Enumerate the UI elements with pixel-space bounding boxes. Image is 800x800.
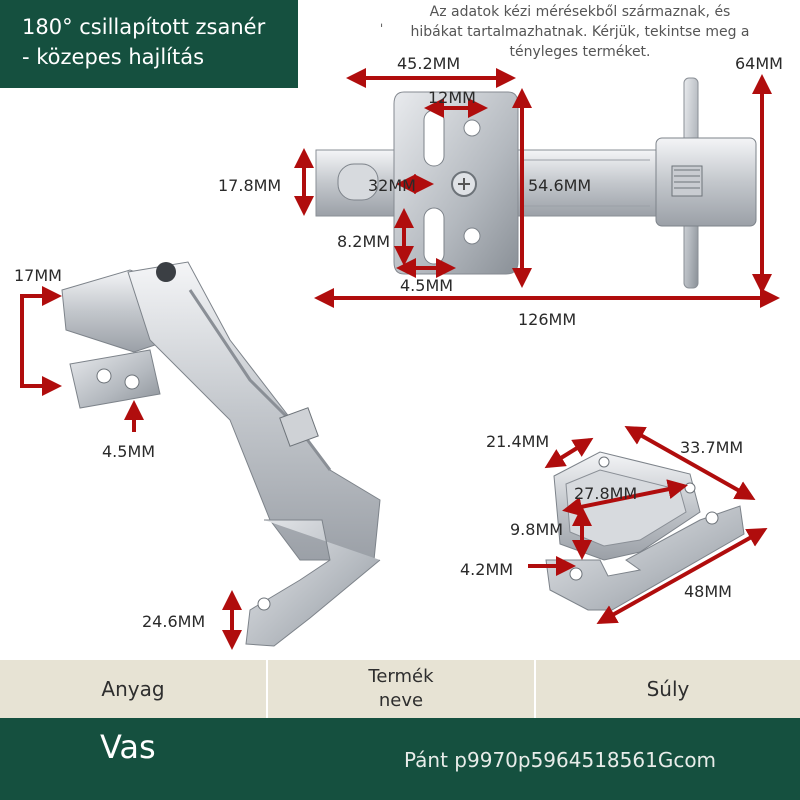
dimension-plate-length: 48MM bbox=[684, 582, 732, 601]
spec-table: Anyag Termék neve Súly Vas Pánt p9970p59… bbox=[0, 660, 800, 800]
plate-dimension-arrows bbox=[528, 426, 768, 624]
dimension-plate-height: 54.6MM bbox=[528, 176, 592, 195]
product-name-value: Pánt p9970p5964518561Gcom bbox=[404, 748, 717, 772]
note-line-1: Az adatok kézi mérésekből származnak, és bbox=[429, 4, 731, 20]
measurement-note: Az adatok kézi mérésekből származnak, és… bbox=[388, 2, 772, 62]
title-line-2: - közepes hajlítás bbox=[22, 45, 205, 69]
note-mark: ˌ bbox=[380, 14, 384, 28]
dimension-bottom-height: 24.6MM bbox=[142, 612, 206, 631]
header-product-line-2: neve bbox=[378, 690, 424, 711]
side-dimension-arrows bbox=[20, 286, 242, 650]
header-product-line-1: Termék bbox=[368, 666, 434, 687]
dimension-hole-spacing: 4.5MM bbox=[400, 276, 454, 295]
column-divider bbox=[266, 660, 268, 718]
hinge-illustration bbox=[20, 68, 780, 650]
dimension-total-length: 126MM bbox=[518, 310, 577, 329]
column-divider bbox=[534, 660, 536, 718]
header-weight: Súly bbox=[536, 660, 800, 718]
dimension-slot-height: 8.2MM bbox=[337, 232, 391, 251]
dimension-plate-diagonal: 33.7MM bbox=[680, 438, 744, 457]
dimension-plate-depth: 9.8MM bbox=[510, 520, 564, 539]
note-line-2: hibákat tartalmazhatnak. Kérjük, tekints… bbox=[410, 24, 750, 40]
value-row bbox=[0, 718, 800, 800]
header-material: Anyag bbox=[0, 660, 266, 718]
top-dimension-arrows bbox=[294, 68, 780, 308]
hinge-angled-view bbox=[61, 261, 381, 647]
dimension-top-width: 45.2MM bbox=[397, 54, 461, 73]
header-material-label: Anyag bbox=[101, 677, 165, 701]
title-line-1: 180° csillapított zsanér bbox=[22, 15, 266, 39]
dimension-plate-inner: 27.8MM bbox=[574, 484, 638, 503]
note-line-3: tényleges terméket. bbox=[509, 44, 651, 60]
title-box: 180° csillapított zsanér - közepes hajlí… bbox=[0, 0, 298, 88]
header-product-name: Termék neve bbox=[268, 660, 534, 718]
dimension-plate-hole: 4.2MM bbox=[460, 560, 514, 579]
dimension-slot-width: 12MM bbox=[428, 88, 476, 107]
dimension-plate-width: 21.4MM bbox=[486, 432, 550, 451]
header-weight-label: Súly bbox=[646, 677, 690, 701]
dimension-center-gap: 32MM bbox=[368, 176, 416, 195]
material-value: Vas bbox=[100, 728, 156, 766]
dimension-left-height: 17.8MM bbox=[218, 176, 282, 195]
dimension-side-height: 17MM bbox=[14, 266, 62, 285]
dimension-arm-height: 64MM bbox=[735, 54, 783, 73]
dimension-side-offset: 4.5MM bbox=[102, 442, 156, 461]
hinge-top-view bbox=[315, 77, 757, 289]
